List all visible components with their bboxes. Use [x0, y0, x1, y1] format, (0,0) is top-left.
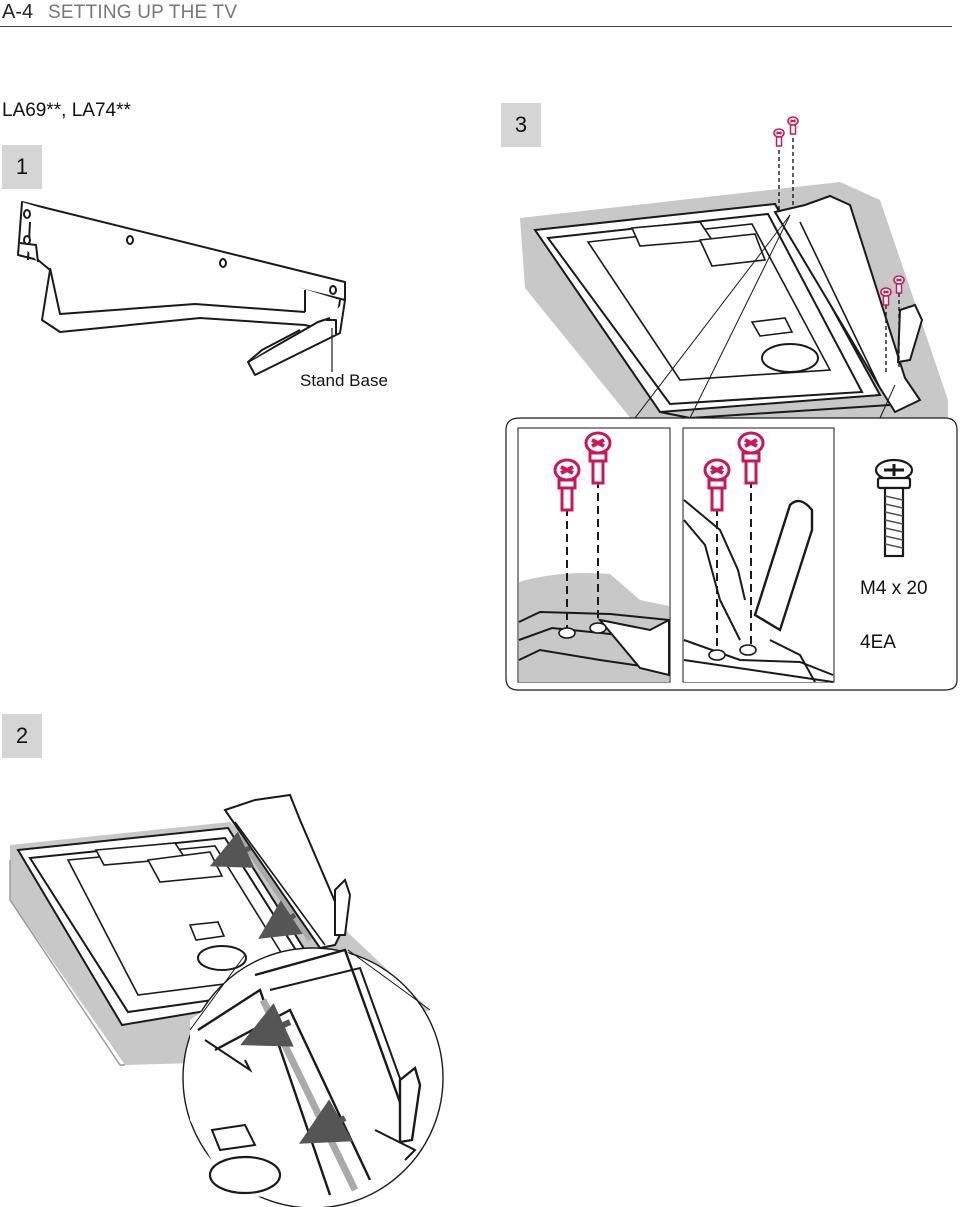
model-label: LA69**, LA74** [2, 100, 131, 121]
step2-tv-drawing [9, 793, 444, 1207]
screw-quantity-label: 4EA [860, 632, 896, 653]
step-2-badge: 2 [2, 714, 42, 758]
screw-icon [773, 128, 785, 147]
screw-icon [787, 116, 799, 135]
step-1-badge: 1 [2, 145, 42, 189]
page-number: A-4 [2, 1, 34, 23]
screw-spec-icon [874, 458, 914, 558]
page-header: A-4 SETTING UP THE TV [0, 0, 952, 27]
screw-detail-callout [505, 417, 958, 691]
stand-base-label: Stand Base [300, 371, 388, 390]
stand-base-drawing [17, 201, 346, 376]
screw-size-label: M4 x 20 [860, 578, 928, 599]
step-3-badge: 3 [501, 103, 541, 147]
step3-tv-drawing [520, 116, 948, 430]
section-title: SETTING UP THE TV [48, 2, 238, 23]
